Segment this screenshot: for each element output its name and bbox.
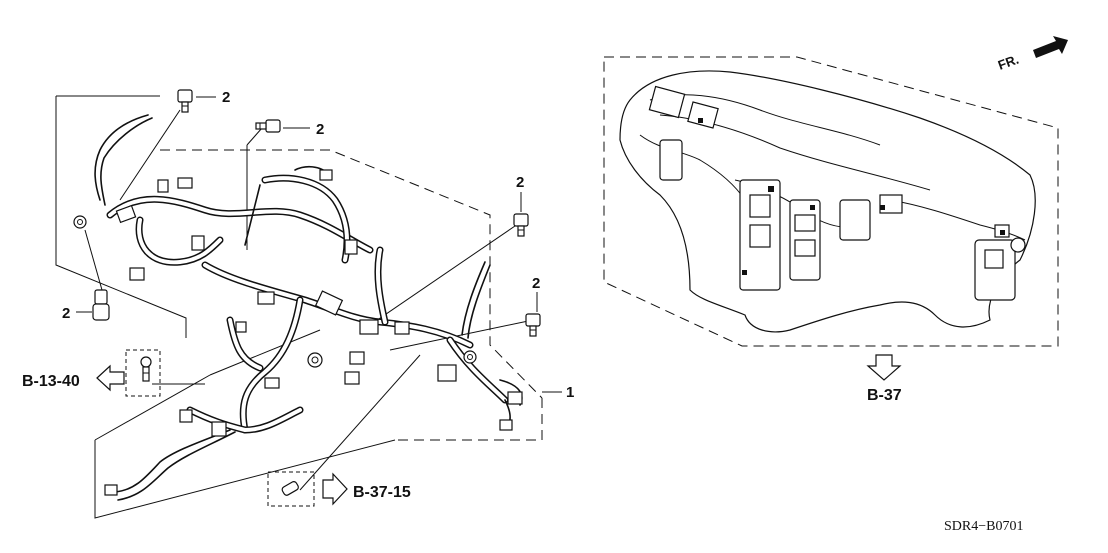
callout-bolt-c: 2: [516, 174, 524, 191]
diagram-code: SDR4−B0701: [944, 519, 1023, 534]
bolt-c: [513, 213, 529, 237]
bolt-d: [525, 313, 541, 337]
dashboard-group: B-37: [603, 56, 1059, 404]
bolt-a: [177, 89, 193, 113]
harness-trunk: [106, 174, 509, 434]
dashboard-ref-arrow: [866, 354, 902, 381]
callout-harness: 1: [566, 384, 574, 401]
front-direction-label: FR.: [996, 52, 1021, 73]
bolt-b: [255, 119, 281, 133]
bottom-ref-arrow: [322, 472, 348, 506]
dashboard-reference-label: B-37: [867, 387, 902, 404]
front-direction-indicator: FR.: [996, 36, 1068, 73]
bolt-e: [92, 289, 110, 321]
dashboard-boundary: [603, 56, 1059, 347]
callout-bolt-a: 2: [222, 89, 230, 106]
bottom-reference-label: B-37-15: [353, 484, 411, 501]
callout-bolt-e: 2: [62, 305, 70, 322]
harness-leader-lines: [55, 95, 562, 519]
front-arrow-icon: [1033, 36, 1068, 58]
harness-connectors: [73, 169, 523, 496]
bottom-clip-detail: [267, 471, 315, 507]
callout-bolt-d: 2: [532, 275, 540, 292]
wire-harness-group: 2 2 2 2 2 1 B-13-40 B-37-15: [22, 89, 574, 519]
left-clip-detail: [125, 349, 205, 397]
dashboard-assembly: [619, 70, 1036, 333]
callout-bolt-b: 2: [316, 121, 324, 138]
left-ref-arrow: [96, 364, 125, 392]
left-reference-label: B-13-40: [22, 373, 80, 390]
